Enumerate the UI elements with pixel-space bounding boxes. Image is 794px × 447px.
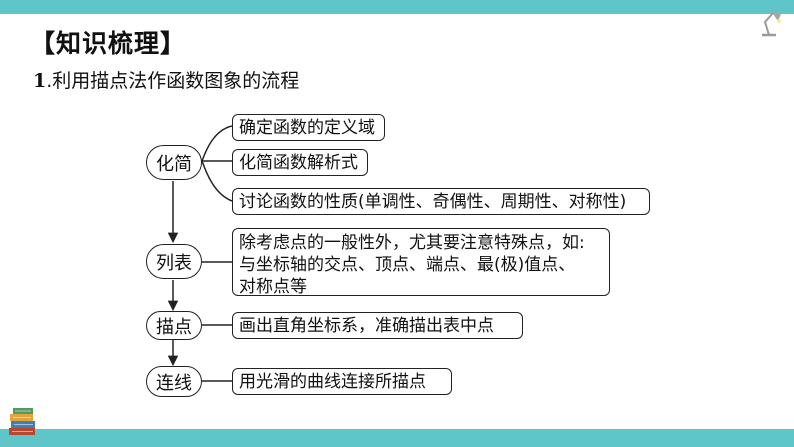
detail-properties-box: 讨论函数的性质(单调性、奇偶性、周期性、对称性) [232,188,650,215]
flow-step-simplify: 化简 [146,145,202,180]
item-text: 利用描点法作函数图象的流程 [52,70,300,92]
desk-lamp-icon [762,11,781,37]
detail-expression-box: 化简函数解析式 [232,149,368,176]
item-separator: . [46,70,53,92]
detail-plot-box: 画出直角坐标系，准确描出表中点 [232,312,523,339]
bottom-accent-bar [0,429,794,447]
section-title: 【知识梳理】 [30,29,187,58]
detail-table-box: 除考虑点的一般性外，尤其要注意特殊点，如: 与坐标轴的交点、顶点、端点、最(极)… [232,228,610,297]
detail-domain-box: 确定函数的定义域 [232,114,385,141]
book-stack-icon [9,408,35,435]
flow-step-table: 列表 [146,244,202,279]
detail-connect-box: 用光滑的曲线连接所描点 [232,368,452,395]
brace-simplify [201,125,233,202]
top-accent-bar [0,0,794,14]
flow-step-connect: 连线 [146,366,202,397]
item-number: 1 [33,70,47,92]
item-title: 1.利用描点法作函数图象的流程 [33,66,299,93]
flow-step-plot: 描点 [146,311,202,340]
